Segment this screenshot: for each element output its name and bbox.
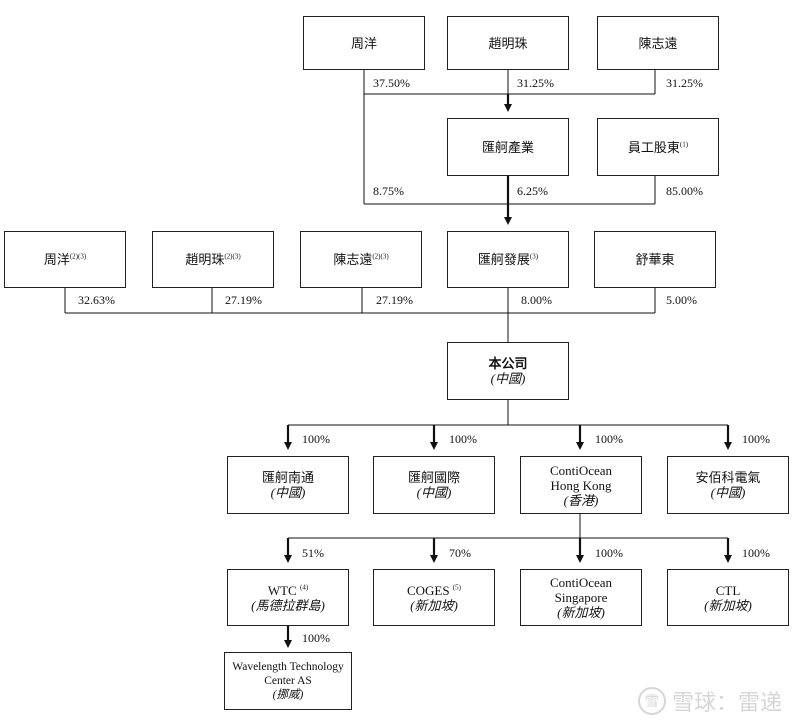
holder-shu: 舒華東	[594, 231, 716, 288]
pct-coges: 70%	[449, 546, 471, 560]
pct-wtc: 51%	[302, 546, 324, 560]
entity-name: 趙明珠(2)(3)	[185, 252, 241, 267]
pct-zhou-company: 32.63%	[78, 293, 115, 307]
entity-region: (香港)	[563, 492, 599, 508]
entity-name: 周洋(2)(3)	[43, 252, 87, 267]
holder-zhou: 周洋(2)(3)	[4, 231, 126, 288]
pct-shu-company: 5.00%	[666, 293, 697, 307]
footnote-ref: (3)	[529, 252, 539, 261]
entity-region: (新加坡)	[704, 597, 752, 613]
entity-region: (中國)	[270, 485, 306, 500]
pct-zhao-company: 27.19%	[225, 293, 262, 307]
holder-chen-top: 陳志遠	[597, 16, 719, 70]
entity-name: 匯舸發展(3)	[477, 252, 539, 267]
huitong-industry-box: 匯舸產業	[447, 118, 569, 176]
entity-name: 舒華東	[635, 252, 675, 267]
company-box: 本公司 (中國)	[447, 342, 569, 400]
pct-contiocean-sg: 100%	[595, 546, 623, 560]
entity-name: ContiOcean	[549, 575, 613, 590]
entity-name-line2: Center AS	[264, 675, 312, 687]
sub-huitong-intl: 匯舸國際 (中國)	[373, 456, 495, 514]
pct-sub-hk: 100%	[595, 432, 623, 446]
holder-chen: 陳志遠(2)(3)	[300, 231, 422, 288]
entity-name: 安佰科電氣	[695, 470, 761, 485]
pct-zhao-industry: 31.25%	[517, 76, 554, 90]
entity-name: 員工股東(1)	[627, 139, 689, 155]
footnote-ref: (2)(3)	[224, 252, 241, 261]
entity-name: ContiOcean	[549, 462, 613, 478]
holder-name: 周洋	[350, 35, 377, 51]
pct-industry-dev: 6.25%	[517, 184, 548, 198]
pct-employee-dev: 85.00%	[666, 184, 703, 198]
entity-name-line2: Hong Kong	[550, 477, 612, 493]
footnote-ref: (2)(3)	[372, 252, 389, 261]
holder-zhao: 趙明珠(2)(3)	[152, 231, 274, 288]
holder-zhou-top: 周洋	[303, 16, 425, 70]
entity-region: (中國)	[710, 485, 746, 500]
entity-name-line2: Singapore	[554, 590, 608, 605]
holder-zhao-top: 趙明珠	[447, 16, 569, 70]
entity-region: (中國)	[416, 485, 452, 500]
company-name: 本公司	[488, 356, 528, 371]
entity-name: Wavelength Technology	[232, 661, 344, 673]
sub-contiocean-hk: ContiOcean Hong Kong (香港)	[520, 456, 642, 514]
sub-anbaike: 安佰科電氣 (中國)	[667, 456, 789, 514]
holder-name: 趙明珠	[488, 35, 528, 51]
pct-sub-nantong: 100%	[302, 432, 330, 446]
footnote-ref: (1)	[679, 140, 689, 149]
entity-name: COGES (5)	[406, 582, 462, 598]
watermark: 雪 雪球：雷递	[637, 685, 782, 717]
pct-sub-intl: 100%	[449, 432, 477, 446]
sub-huitong-nantong: 匯舸南通 (中國)	[227, 456, 349, 514]
entity-region: (新加坡)	[557, 605, 605, 620]
xueqiu-logo-icon: 雪	[637, 687, 666, 715]
entity-region: (挪威)	[272, 689, 304, 701]
pct-chen-company: 27.19%	[376, 293, 413, 307]
footnote-ref: (5)	[452, 583, 462, 592]
company-region: (中國)	[490, 371, 526, 386]
sub-coges: COGES (5) (新加坡)	[373, 569, 495, 626]
entity-name: CTL	[715, 582, 741, 598]
huitong-dev-box: 匯舸發展(3)	[447, 231, 569, 288]
entity-name: 匯舸國際	[407, 470, 460, 485]
sub-wavelength: Wavelength Technology Center AS (挪威)	[224, 652, 352, 710]
pct-zhou-industry: 37.50%	[373, 76, 410, 90]
pct-chen-industry: 31.25%	[666, 76, 703, 90]
watermark-text: 雪球：雷递	[671, 691, 782, 716]
footnote-ref: (2)(3)	[69, 252, 87, 261]
footnote-ref: (4)	[299, 583, 309, 592]
entity-name: WTC (4)	[267, 582, 309, 598]
pct-zhou-dev: 8.75%	[373, 184, 404, 198]
pct-wavelength: 100%	[302, 631, 330, 645]
pct-ctl: 100%	[742, 546, 770, 560]
entity-region: (馬德拉群島)	[251, 597, 325, 613]
holder-name: 陳志遠	[638, 35, 678, 51]
entity-name: 陳志遠(2)(3)	[333, 252, 389, 267]
sub-wtc: WTC (4) (馬德拉群島)	[227, 569, 349, 626]
sub-ctl: CTL (新加坡)	[667, 569, 789, 626]
entity-region: (新加坡)	[410, 597, 458, 613]
pct-sub-anbaike: 100%	[742, 432, 770, 446]
employee-shareholders-box: 員工股東(1)	[597, 118, 719, 176]
sub-contiocean-sg: ContiOcean Singapore (新加坡)	[520, 569, 642, 626]
entity-name: 匯舸南通	[261, 470, 314, 485]
pct-dev-company: 8.00%	[521, 293, 552, 307]
entity-name: 匯舸產業	[481, 139, 534, 155]
